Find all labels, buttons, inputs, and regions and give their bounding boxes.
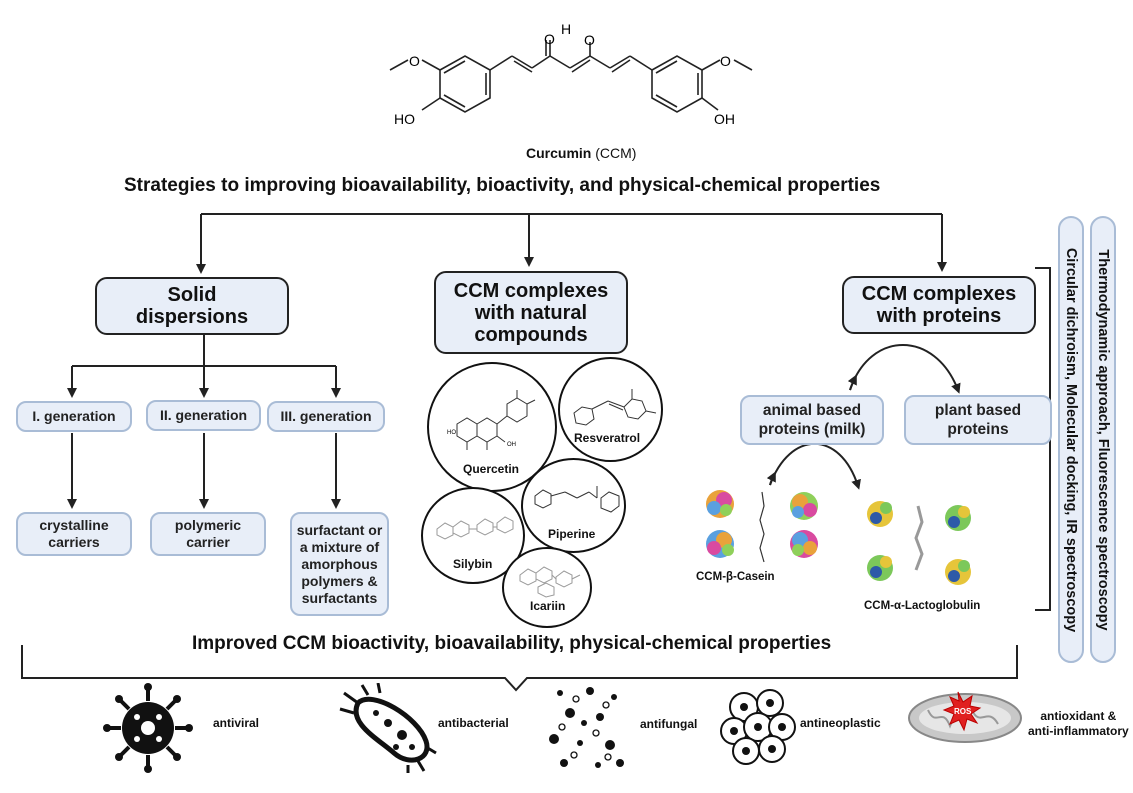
carrier-3-line1: surfactant or	[296, 521, 383, 538]
proteins-title-line1: CCM complexes	[861, 283, 1017, 305]
ros-badge: ROS	[954, 707, 972, 716]
effect-antioxidant-label: antioxidant & anti-inflammatory	[1028, 709, 1129, 739]
natural-title-line2: with natural	[474, 301, 588, 324]
carrier-1-line2: carriers	[48, 534, 100, 550]
enol-h-atom: H	[561, 21, 571, 37]
quercetin-ho: HO	[447, 430, 456, 436]
solid-dispersions-box: Solid dispersions	[95, 277, 289, 335]
icariin-circle: Icariin	[502, 547, 592, 628]
lactoglobulin-label: CCM-α-Lactoglobulin	[864, 600, 981, 612]
quercetin-label: Quercetin	[463, 462, 520, 476]
carrier-2-line1: polymeric	[174, 517, 242, 533]
carbonyl-o-atom: O	[544, 31, 555, 47]
methoxy-right-o: O	[720, 53, 731, 69]
plant-line1: plant based	[934, 402, 1022, 419]
methods-tab-2: Thermodynamic approach, Fluorescence spe…	[1090, 216, 1116, 663]
methoxy-left-o: O	[409, 53, 420, 69]
natural-title-line3: compounds	[474, 323, 588, 346]
molecule-caption: Curcumin (CCM)	[526, 145, 636, 161]
fungus-spores-icon	[549, 687, 624, 768]
carrier-3-line5: surfactants	[301, 589, 378, 606]
solid-title-line2: dispersions	[135, 306, 249, 328]
effect-antiviral-label: antiviral	[213, 716, 260, 730]
generation-3: III. generation	[267, 401, 385, 432]
plant-line2: proteins	[947, 421, 1009, 438]
quercetin-structure: HO OH	[447, 390, 536, 450]
mitochondrion-ros-icon: ROS	[908, 691, 1022, 743]
piperine-structure	[534, 486, 620, 513]
headline-top: Strategies to improving bioavailability,…	[124, 175, 881, 196]
enol-o-atom: O	[584, 32, 595, 48]
molecule-name: Curcumin	[526, 145, 592, 161]
resveratrol-structure	[573, 389, 657, 426]
methods-tab-2-text: Thermodynamic approach, Fluorescence spe…	[1095, 248, 1111, 631]
hydroxyl-right: OH	[714, 111, 735, 127]
curcumin-structure: O H O O O HO OH	[389, 21, 753, 127]
virus-icon	[103, 683, 193, 773]
plant-proteins-box: plant based proteins	[904, 395, 1052, 445]
effect-antifungal-label: antifungal	[640, 717, 698, 731]
generation-1: I. generation	[16, 401, 132, 432]
methods-tab-1-text: Circular dichroism, Molecular docking, I…	[1063, 247, 1079, 632]
carrier-3-line3: amorphous	[301, 555, 378, 572]
carrier-1-line1: crystalline	[39, 517, 109, 533]
carrier-2-line2: carrier	[186, 534, 230, 550]
methods-tab-1: Circular dichroism, Molecular docking, I…	[1058, 216, 1084, 663]
casein-label: CCM-β-Casein	[696, 571, 775, 583]
carrier-3-line4: polymers &	[301, 572, 378, 589]
quercetin-circle: HO OH Quercetin	[427, 362, 557, 492]
resveratrol-label: Resveratrol	[574, 431, 641, 445]
solid-title-line1: Solid	[167, 284, 217, 306]
tumor-cells-icon	[720, 689, 796, 765]
silybin-label: Silybin	[453, 557, 493, 571]
animal-line2: proteins (milk)	[758, 421, 866, 438]
piperine-circle: Piperine	[521, 458, 626, 553]
carrier-surfactant: surfactant or a mixture of amorphous pol…	[290, 512, 389, 616]
natural-title-line1: CCM complexes	[453, 279, 609, 302]
effect-antioxidant-line1: antioxidant &	[1040, 709, 1117, 723]
carrier-polymeric: polymeric carrier	[150, 512, 266, 556]
casein-complex-image	[706, 490, 818, 563]
resveratrol-circle: Resveratrol	[558, 357, 663, 462]
quercetin-oh: OH	[507, 442, 516, 448]
generation-2: II. generation	[146, 400, 261, 431]
effect-antioxidant-line2: anti-inflammatory	[1028, 724, 1129, 738]
proteins-box: CCM complexes with proteins	[842, 276, 1036, 334]
lactoglobulin-complex-image	[867, 501, 971, 585]
hydroxyl-left: HO	[394, 111, 415, 127]
animal-proteins-box: animal based proteins (milk)	[740, 395, 884, 445]
headline-bottom: Improved CCM bioactivity, bioavailabilit…	[192, 633, 832, 654]
carrier-crystalline: crystalline carriers	[16, 512, 132, 556]
animal-line1: animal based	[762, 402, 862, 419]
carrier-3-line2: a mixture of	[299, 538, 380, 555]
icariin-structure	[519, 566, 581, 598]
icariin-label: Icariin	[530, 599, 566, 613]
effect-antineoplastic-label: antineoplastic	[800, 716, 881, 730]
piperine-label: Piperine	[548, 527, 596, 541]
silybin-structure	[436, 516, 514, 540]
molecule-abbr: (CCM)	[595, 145, 637, 161]
bacterium-icon	[339, 683, 437, 773]
effect-antibacterial-label: antibacterial	[438, 716, 509, 730]
natural-compounds-box: CCM complexes with natural compounds	[434, 271, 628, 354]
proteins-title-line2: with proteins	[876, 305, 1002, 327]
